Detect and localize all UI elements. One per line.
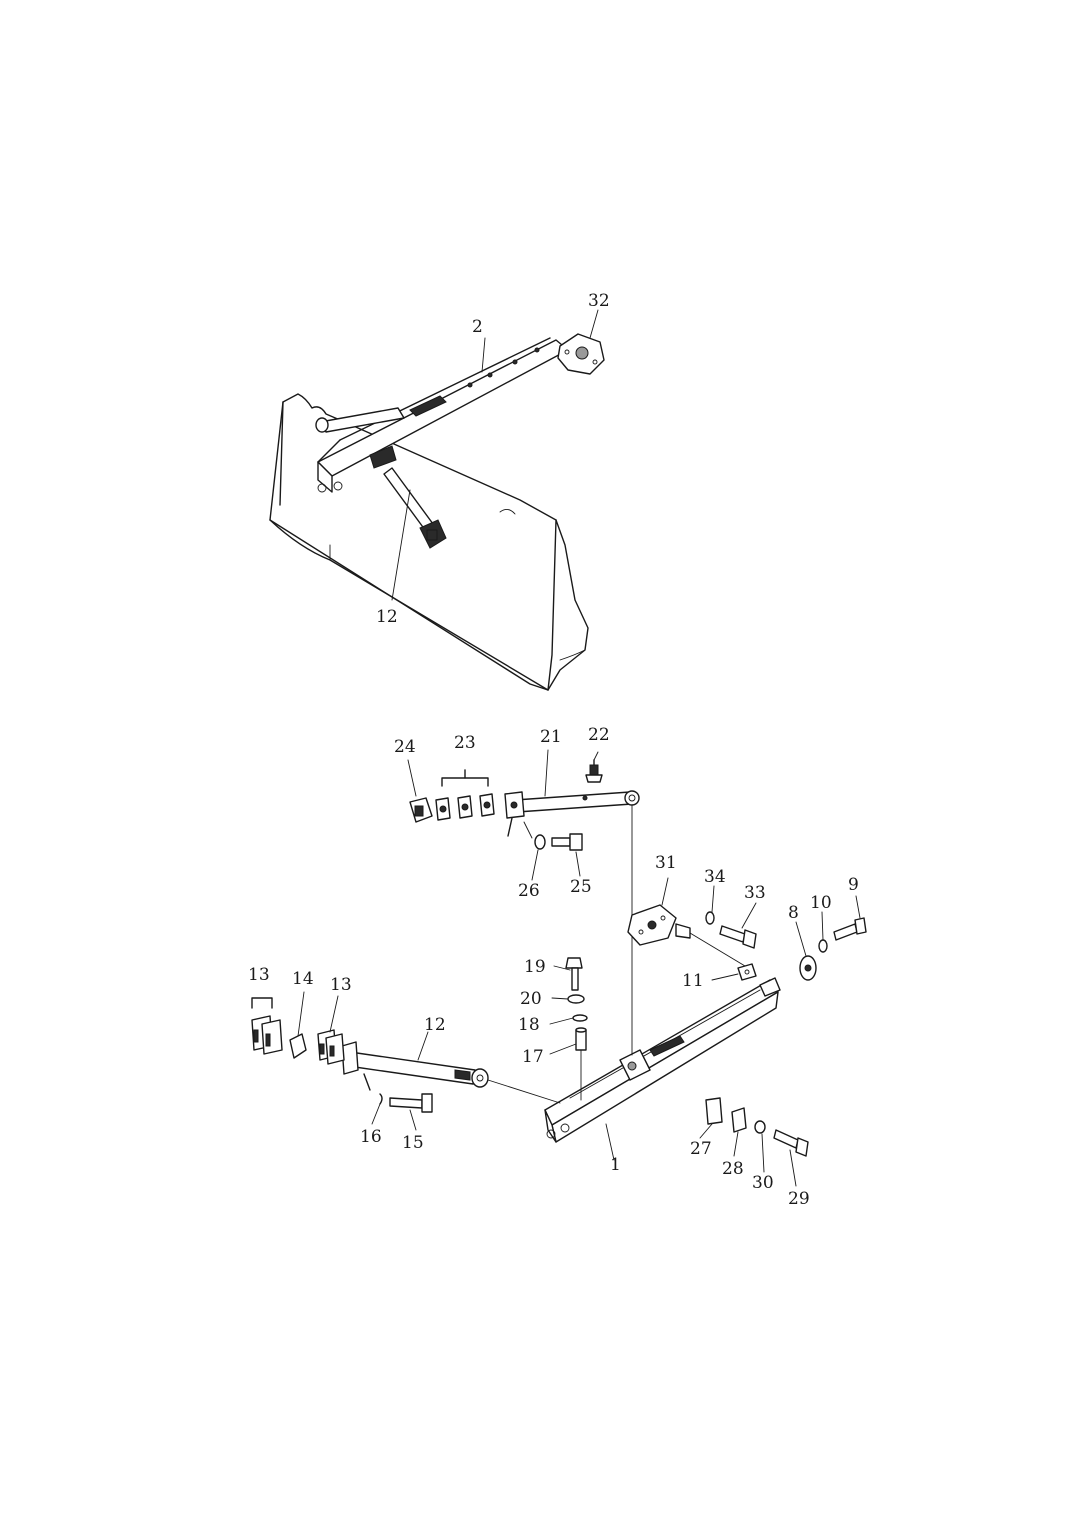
washer-20 <box>567 994 585 1004</box>
label-12-top: 12 <box>376 607 398 627</box>
label-25: 25 <box>570 877 592 897</box>
label-13-right: 13 <box>330 975 352 995</box>
exploded-view <box>251 309 867 1187</box>
label-30: 30 <box>752 1173 774 1193</box>
cap-8 <box>799 955 817 981</box>
washer-30 <box>754 1120 766 1134</box>
block-11 <box>737 963 757 981</box>
top-assembly-view <box>269 333 605 691</box>
washer-10 <box>818 939 828 953</box>
label-9: 9 <box>848 875 859 895</box>
label-18: 18 <box>518 1015 540 1035</box>
plate-28 <box>731 1107 747 1133</box>
nut-24 <box>409 797 433 823</box>
label-15: 15 <box>402 1133 424 1153</box>
leader-lines <box>297 309 861 1187</box>
part-labels: 2 32 12 24 23 21 22 26 25 31 34 33 8 10 … <box>248 291 859 1209</box>
washer-34 <box>705 911 715 925</box>
label-31: 31 <box>655 853 677 873</box>
shims-13-right <box>317 1029 345 1065</box>
tilt-brace <box>315 407 405 433</box>
label-11: 11 <box>682 971 704 991</box>
label-24: 24 <box>394 737 416 757</box>
trunnion-bracket-32 <box>557 333 605 375</box>
label-19: 19 <box>524 957 546 977</box>
washer-16 <box>379 1093 383 1105</box>
shims-23 <box>435 769 495 821</box>
bolt-9 <box>833 917 867 941</box>
label-32: 32 <box>588 291 610 311</box>
spacer-14 <box>289 1033 307 1059</box>
label-14: 14 <box>292 969 314 989</box>
grease-fitting-22 <box>585 759 603 783</box>
label-10: 10 <box>810 893 832 913</box>
label-27: 27 <box>690 1139 712 1159</box>
label-1: 1 <box>610 1155 621 1175</box>
label-2: 2 <box>472 317 483 337</box>
bolt-33 <box>719 925 757 949</box>
label-16: 16 <box>360 1127 382 1147</box>
brace-strut-21 <box>504 790 640 1056</box>
brace-strut-12 <box>383 467 447 549</box>
label-33: 33 <box>744 883 766 903</box>
label-8: 8 <box>788 903 799 923</box>
label-34: 34 <box>704 867 726 887</box>
pin-27 <box>705 1097 723 1125</box>
bolt-25 <box>551 833 583 851</box>
label-21: 21 <box>540 727 562 747</box>
label-22: 22 <box>588 725 610 745</box>
label-20: 20 <box>520 989 542 1009</box>
brace-strut-12-exploded <box>341 1041 561 1104</box>
push-arm <box>317 337 569 493</box>
label-28: 28 <box>722 1159 744 1179</box>
label-17: 17 <box>522 1047 544 1067</box>
lock-18 <box>572 1014 588 1022</box>
label-12: 12 <box>424 1015 446 1035</box>
push-arm-1 <box>544 977 781 1143</box>
bracket-31 <box>627 904 746 967</box>
label-29: 29 <box>788 1189 810 1209</box>
bolt-29 <box>773 1129 809 1157</box>
bolt-19 <box>565 957 583 991</box>
washer-26 <box>523 821 546 850</box>
pin-17 <box>575 1027 587 1101</box>
shims-13-left <box>251 997 283 1055</box>
bolt-15 <box>389 1093 433 1113</box>
label-13-left: 13 <box>248 965 270 985</box>
label-26: 26 <box>518 881 540 901</box>
label-23: 23 <box>454 733 476 753</box>
